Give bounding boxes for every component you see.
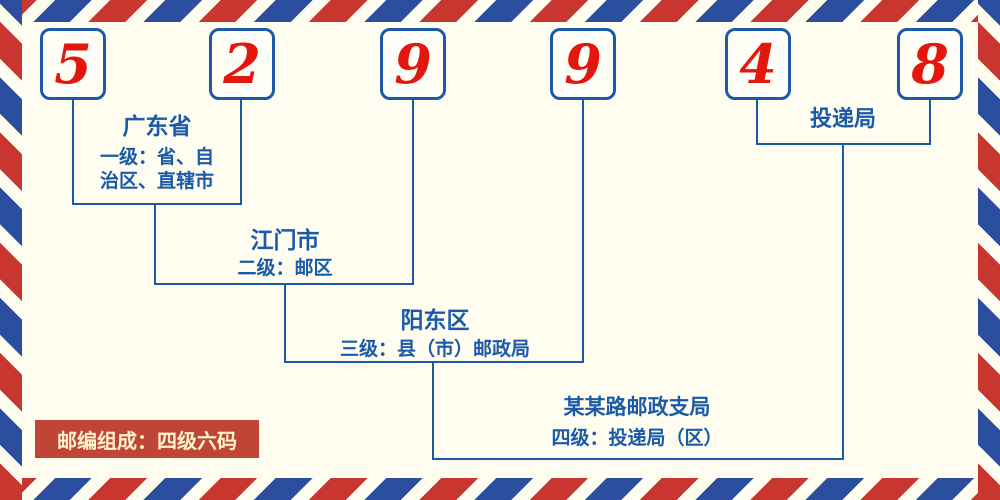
level1-desc-line2: 治区、直辖市 [99,170,214,192]
airmail-border-bottom [0,478,1000,500]
digit-6: 8 [911,32,949,96]
level1-region-name: 广东省 [122,114,192,140]
connector-level2-right [412,100,414,285]
delivery-office-label: 投递局 [809,107,876,132]
composition-badge: 邮编组成：四级六码 [35,420,259,458]
level3-desc: 三级：县（市）邮政局 [339,338,530,360]
connector-level3-bottom [284,361,584,363]
digit-box-6: 8 [897,28,963,100]
digit-1: 5 [54,32,92,96]
composition-badge-text: 邮编组成：四级六码 [57,428,237,453]
digit-4: 9 [564,32,602,96]
digit-3: 9 [394,32,432,96]
level2-desc: 二级：邮区 [237,257,333,279]
level4-branch-name: 某某路邮政支局 [563,395,711,419]
airmail-border-right [978,0,1000,500]
connector-level2-left [154,205,156,285]
airmail-border-top [0,0,1000,22]
level1-desc-line1: 一级：省、自 [99,146,214,168]
connector-level4-right [842,145,844,460]
connector-level1-bottom [72,203,242,205]
connector-delivery-left [756,100,758,145]
connector-level1-right [240,100,242,205]
connector-level2-bottom [154,283,414,285]
level4-desc: 四级：投递局（区） [551,427,723,449]
digit-box-1: 5 [40,28,106,100]
level2-region-name: 江门市 [250,228,320,254]
connector-level4-left [432,363,434,460]
digit-2: 2 [223,32,261,96]
digit-box-3: 9 [380,28,446,100]
level3-region-name: 阳东区 [400,308,470,334]
airmail-border-left [0,0,22,500]
digit-box-2: 2 [209,28,275,100]
connector-delivery-bottom [756,143,931,145]
connector-level3-right [582,100,584,363]
connector-level1-left [72,100,74,205]
level1-desc: 一级：省、自 治区、直辖市 [57,145,257,193]
connector-level3-left [284,285,286,363]
digit-box-5: 4 [725,28,791,100]
digit-5: 4 [739,32,777,96]
connector-delivery-right [929,100,931,145]
connector-level4-bottom [432,458,844,460]
digit-box-4: 9 [550,28,616,100]
